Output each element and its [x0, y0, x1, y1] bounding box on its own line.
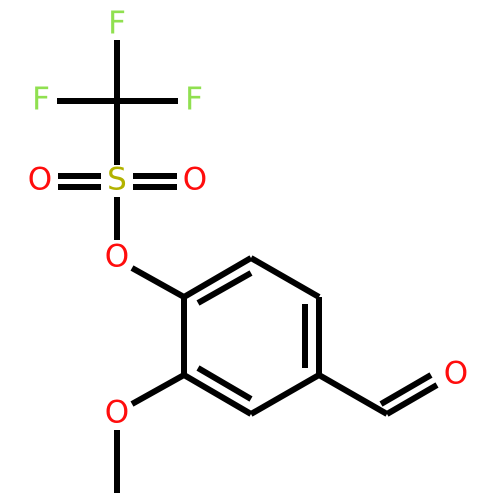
oxygen-label-methoxy: O: [105, 395, 129, 431]
bond-c-o-aldehyde-b: [379, 372, 433, 407]
sulfur-label: S: [107, 162, 127, 198]
bonds: [57, 40, 439, 493]
oxygen-label-ester: O: [105, 239, 129, 275]
ring-bond-1: [182, 255, 253, 300]
oxygen-label-sulfonyl-right: O: [183, 162, 207, 198]
ring-bond-5: [182, 372, 253, 417]
fluorine-label-right: F: [185, 82, 203, 118]
bond-aryl-cho: [317, 372, 389, 417]
atom-labels: F F F S O O O O O: [28, 6, 468, 431]
fluorine-label-top: F: [108, 6, 126, 42]
ring-inner-1: [196, 270, 253, 306]
bond-aryl-o-methoxy: [130, 372, 186, 407]
ring-bond-2: [249, 255, 321, 300]
bond-o-aryl: [130, 265, 186, 300]
oxygen-label-sulfonyl-left: O: [28, 162, 52, 198]
fluorine-label-left: F: [32, 82, 50, 118]
ring-inner-3: [196, 365, 253, 402]
bond-c-o-aldehyde-a: [385, 382, 439, 417]
oxygen-label-aldehyde: O: [444, 356, 468, 392]
ring-bond-4: [249, 372, 321, 417]
